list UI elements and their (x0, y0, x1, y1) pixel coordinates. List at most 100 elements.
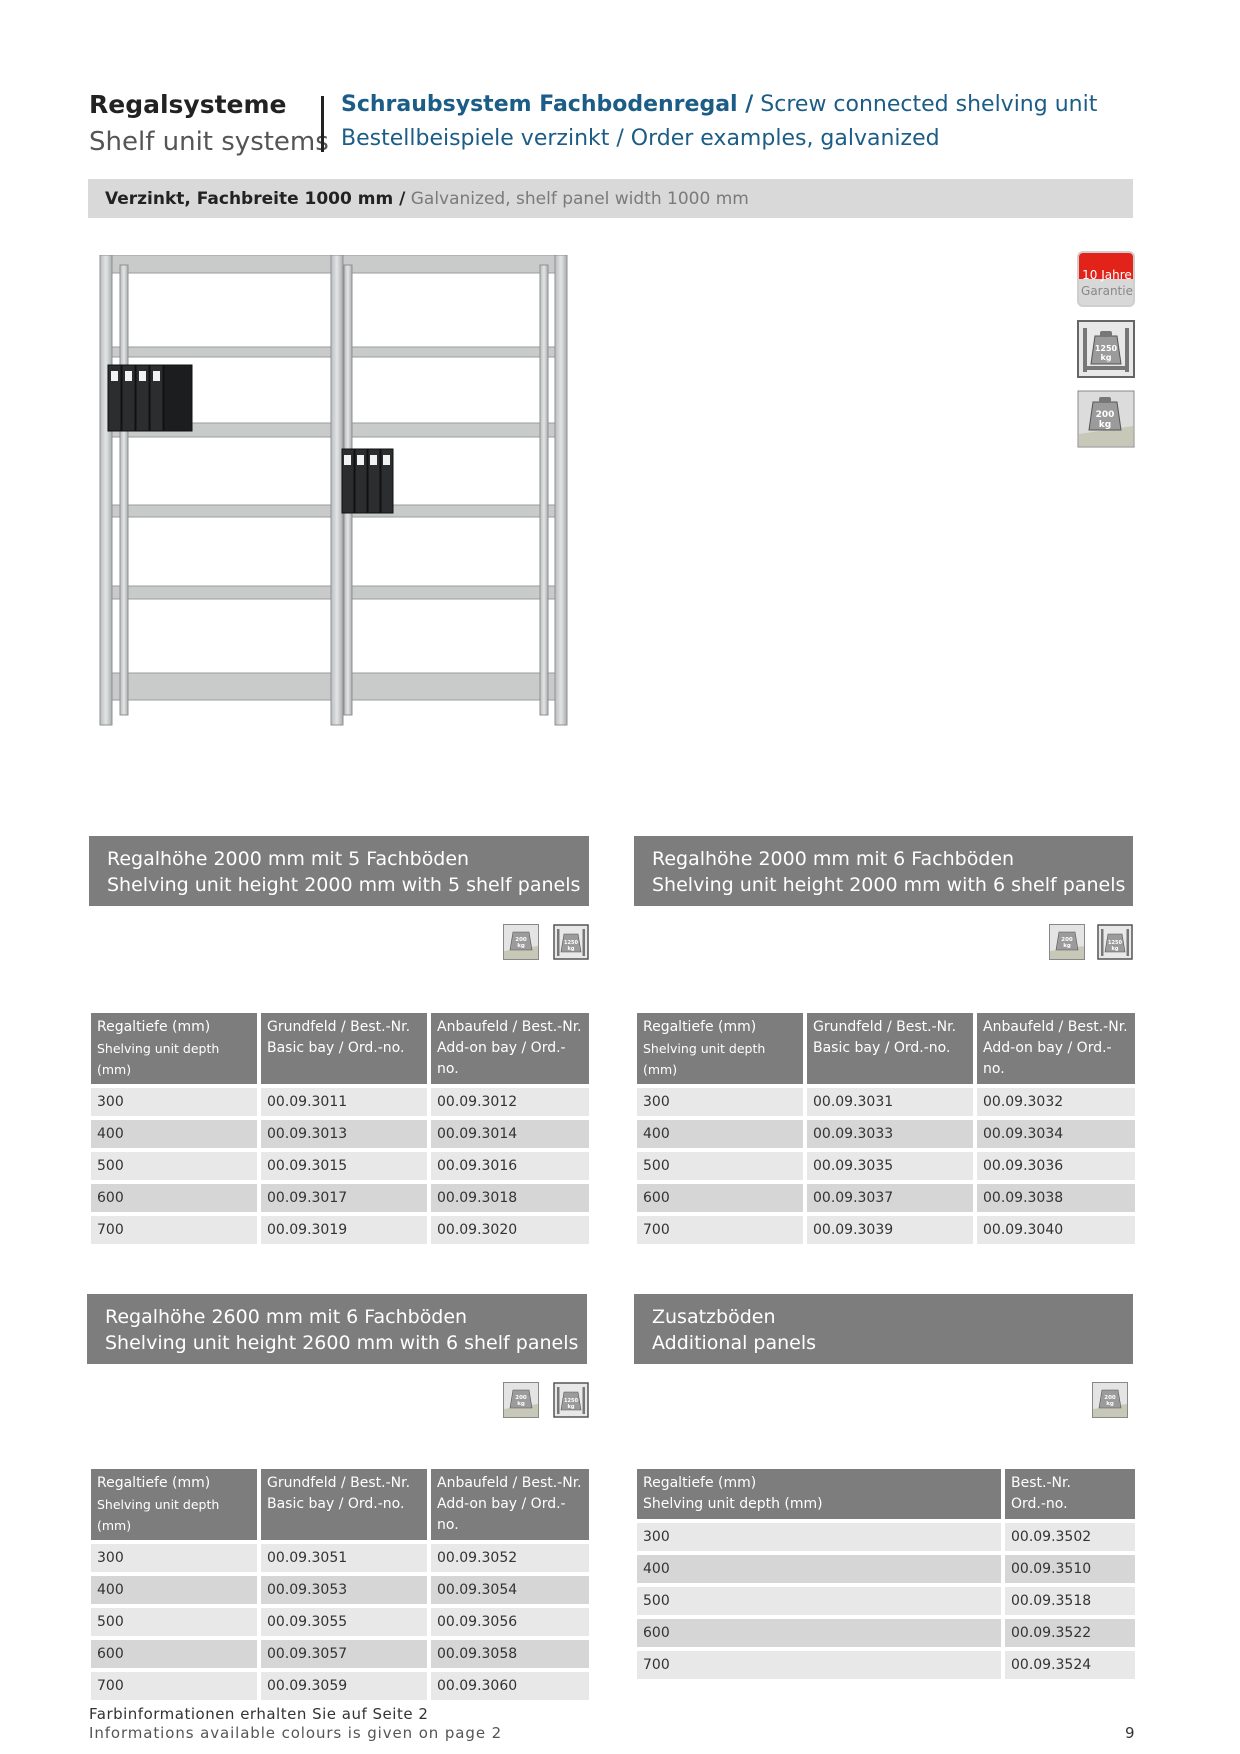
cell-depth: 700 (637, 1216, 803, 1244)
section-title-de: Regalhöhe 2000 mm mit 6 Fachböden (652, 848, 1015, 870)
load-1250kg-icon: 1250 kg (1097, 924, 1133, 960)
header-en: Ord.-no. (1011, 1496, 1068, 1512)
col-header-basic: Grundfeld / Best.-Nr.Basic bay / Ord.-no… (261, 1469, 427, 1540)
header-de: Regaltiefe (mm) (643, 1019, 757, 1035)
svg-text:kg: kg (517, 943, 525, 949)
section-title-en: Shelving unit height 2600 mm with 6 shel… (105, 1332, 579, 1354)
cell-basic: 00.09.3057 (261, 1640, 427, 1668)
header-en: Basic bay / Ord.-no. (267, 1040, 405, 1056)
cell-depth: 400 (637, 1120, 803, 1148)
product-subtitle: Bestellbeispiele verzinkt / Order exampl… (341, 126, 940, 151)
header-en: Shelving unit depth (mm) (97, 1497, 220, 1533)
cell-addon: 00.09.3040 (977, 1216, 1135, 1244)
product-title: Schraubsystem Fachbodenregal / Screw con… (341, 92, 1097, 117)
guarantee-line1: 10 Jahre (1082, 268, 1132, 282)
load-200kg-icon: 200 kg (1077, 390, 1135, 448)
load-200kg-icon: 200 kg (1092, 1382, 1128, 1418)
cell-addon: 00.09.3020 (431, 1216, 589, 1244)
header-en: Add-on bay / Ord.-no. (437, 1496, 566, 1533)
svg-text:kg: kg (1112, 946, 1119, 952)
guarantee-line2: Garantie (1081, 284, 1133, 298)
cell-basic: 00.09.3019 (261, 1216, 427, 1244)
svg-text:1250: 1250 (1095, 344, 1118, 353)
order-table-2000-6: Regaltiefe (mm)Shelving unit depth (mm) … (633, 1009, 1139, 1248)
section-title-de: Regalhöhe 2000 mm mit 5 Fachböden (107, 848, 470, 870)
cell-order: 00.09.3518 (1005, 1587, 1135, 1615)
col-header-basic: Grundfeld / Best.-Nr.Basic bay / Ord.-no… (807, 1013, 973, 1084)
cell-depth: 400 (637, 1555, 1001, 1583)
shelf-unit-image (99, 255, 568, 726)
section-header-2000-6: Regalhöhe 2000 mm mit 6 Fachböden Shelvi… (634, 836, 1133, 906)
cell-basic: 00.09.3013 (261, 1120, 427, 1148)
section-title-en: Shelving unit height 2000 mm with 5 shel… (107, 874, 581, 896)
cell-depth: 600 (91, 1184, 257, 1212)
cell-addon: 00.09.3054 (431, 1576, 589, 1604)
load-200kg-icon: 200 kg (1049, 924, 1085, 960)
cell-order: 00.09.3502 (1005, 1523, 1135, 1551)
col-header-depth: Regaltiefe (mm)Shelving unit depth (mm) (637, 1013, 803, 1084)
category-band-text: Verzinkt, Fachbreite 1000 mm / Galvanize… (105, 189, 749, 209)
header-de: Anbaufeld / Best.-Nr. (437, 1019, 582, 1035)
header-de: Regaltiefe (mm) (643, 1475, 757, 1491)
svg-text:kg: kg (568, 1404, 575, 1410)
section-header-additional: Zusatzböden Additional panels (634, 1294, 1133, 1364)
header-de: Grundfeld / Best.-Nr. (813, 1019, 957, 1035)
svg-text:200: 200 (515, 937, 527, 943)
binders-left (107, 364, 193, 432)
section-header-2000-5: Regalhöhe 2000 mm mit 5 Fachböden Shelvi… (89, 836, 589, 906)
col-header-depth: Regaltiefe (mm) Shelving unit depth (mm) (637, 1469, 1001, 1519)
svg-text:kg: kg (1106, 1401, 1114, 1407)
header-en: Shelving unit depth (mm) (643, 1496, 823, 1512)
cell-basic: 00.09.3037 (807, 1184, 973, 1212)
header-de: Anbaufeld / Best.-Nr. (983, 1019, 1128, 1035)
page-title: Regalsysteme (89, 90, 287, 119)
order-table-2600-6: Regaltiefe (mm)Shelving unit depth (mm) … (87, 1465, 593, 1704)
cell-basic: 00.09.3055 (261, 1608, 427, 1636)
cell-depth: 500 (637, 1587, 1001, 1615)
cell-depth: 600 (637, 1619, 1001, 1647)
footer-note-de: Farbinformationen erhalten Sie auf Seite… (89, 1705, 429, 1723)
section-title-de: Zusatzböden (652, 1306, 776, 1328)
svg-text:kg: kg (1100, 353, 1111, 362)
svg-text:1250: 1250 (564, 1398, 578, 1404)
section-title-de: Regalhöhe 2600 mm mit 6 Fachböden (105, 1306, 468, 1328)
load-1250kg-icon: 1250 kg (1077, 320, 1135, 378)
category-band (88, 179, 1133, 218)
header-en: Shelving unit depth (mm) (97, 1041, 220, 1077)
col-header-basic: Grundfeld / Best.-Nr.Basic bay / Ord.-no… (261, 1013, 427, 1084)
guarantee-badge (1077, 251, 1135, 307)
cell-basic: 00.09.3051 (261, 1544, 427, 1572)
cell-depth: 300 (637, 1523, 1001, 1551)
cell-addon: 00.09.3058 (431, 1640, 589, 1668)
col-header-depth: Regaltiefe (mm)Shelving unit depth (mm) (91, 1013, 257, 1084)
cell-depth: 300 (637, 1088, 803, 1116)
cell-addon: 00.09.3012 (431, 1088, 589, 1116)
header-de: Grundfeld / Best.-Nr. (267, 1475, 411, 1491)
cell-addon: 00.09.3018 (431, 1184, 589, 1212)
cell-basic: 00.09.3015 (261, 1152, 427, 1180)
cell-depth: 700 (637, 1651, 1001, 1679)
band-rest: Galvanized, shelf panel width 1000 mm (405, 189, 749, 209)
col-header-order: Best.-Nr.Ord.-no. (1005, 1469, 1135, 1519)
cell-basic: 00.09.3031 (807, 1088, 973, 1116)
svg-text:kg: kg (517, 1401, 525, 1407)
cell-depth: 300 (91, 1544, 257, 1572)
load-1250kg-icon: 1250 kg (553, 1382, 589, 1418)
cell-depth: 600 (91, 1640, 257, 1668)
cell-basic: 00.09.3035 (807, 1152, 973, 1180)
cell-basic: 00.09.3053 (261, 1576, 427, 1604)
cell-addon: 00.09.3036 (977, 1152, 1135, 1180)
